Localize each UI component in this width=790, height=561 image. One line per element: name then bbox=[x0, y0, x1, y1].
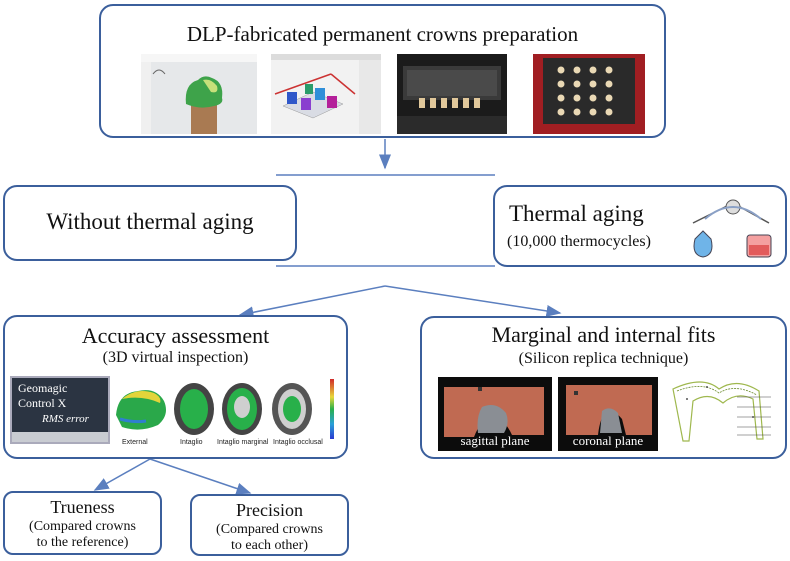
coronal-photo: coronal plane bbox=[558, 377, 658, 451]
precision-line-1: (Compared crowns bbox=[216, 522, 323, 537]
fits-subtitle: (Silicon replica technique) bbox=[518, 350, 689, 367]
sagittal-label: sagittal plane bbox=[460, 433, 530, 448]
thermal-aging-subtitle: (10,000 thermocycles) bbox=[507, 233, 651, 250]
without-thermal-aging-box: Without thermal aging bbox=[3, 185, 297, 261]
thermocycler-illustration bbox=[692, 199, 772, 258]
precision-title: Precision bbox=[236, 500, 303, 520]
trueness-line-1: (Compared crowns bbox=[29, 519, 136, 534]
monitor-line-3: RMS error bbox=[42, 413, 89, 425]
intaglio-occlusal-map bbox=[272, 383, 312, 435]
arrow-to-fits bbox=[384, 285, 562, 317]
arrow-to-accuracy bbox=[238, 285, 386, 319]
label-external: External bbox=[122, 439, 148, 446]
trueness-line-2: to the reference) bbox=[36, 535, 129, 550]
deviation-color-maps bbox=[116, 379, 334, 439]
sagittal-photo: sagittal plane bbox=[438, 377, 552, 451]
accuracy-subtitle: (3D virtual inspection) bbox=[102, 349, 249, 366]
label-intaglio: Intaglio bbox=[180, 439, 203, 446]
coronal-label: coronal plane bbox=[572, 433, 644, 448]
nesting-software-image bbox=[271, 54, 381, 134]
trueness-box: Trueness (Compared crowns to the referen… bbox=[3, 491, 162, 555]
cad-design-image bbox=[141, 54, 257, 134]
intaglio-marginal-map bbox=[222, 383, 262, 435]
preparation-box: DLP-fabricated permanent crowns preparat… bbox=[99, 4, 666, 138]
label-intaglio-occlusal: Intaglio occlusal bbox=[273, 439, 323, 446]
accuracy-assessment-box: Accuracy assessment (3D virtual inspecti… bbox=[3, 315, 348, 459]
label-intaglio-marginal: Intaglio marginal bbox=[217, 439, 269, 446]
precision-line-2: to each other) bbox=[231, 538, 308, 553]
measurement-diagram bbox=[667, 377, 775, 453]
intaglio-map bbox=[174, 383, 214, 435]
accuracy-title: Accuracy assessment bbox=[81, 323, 270, 348]
fits-box: Marginal and internal fits (Silicon repl… bbox=[420, 316, 787, 459]
monitor-line-1: Geomagic bbox=[18, 381, 68, 395]
trueness-title: Trueness bbox=[50, 497, 115, 517]
preparation-title: DLP-fabricated permanent crowns preparat… bbox=[186, 22, 579, 46]
without-thermal-aging-title: Without thermal aging bbox=[46, 209, 254, 234]
build-plate-image bbox=[397, 54, 507, 134]
thermal-aging-title: Thermal aging bbox=[509, 201, 644, 226]
precision-box: Precision (Compared crowns to each other… bbox=[190, 494, 349, 556]
fits-title: Marginal and internal fits bbox=[491, 322, 716, 347]
thermal-aging-box: Thermal aging (10,000 thermocycles) bbox=[493, 185, 787, 267]
printed-crowns-image bbox=[533, 54, 645, 134]
geomagic-monitor: Geomagic Control X RMS error bbox=[10, 376, 110, 444]
arrow-to-precision bbox=[149, 458, 252, 495]
monitor-line-2: Control X bbox=[18, 396, 67, 410]
arrow-to-trueness bbox=[93, 458, 151, 491]
color-scale-bar bbox=[330, 379, 334, 439]
external-map bbox=[116, 390, 166, 430]
